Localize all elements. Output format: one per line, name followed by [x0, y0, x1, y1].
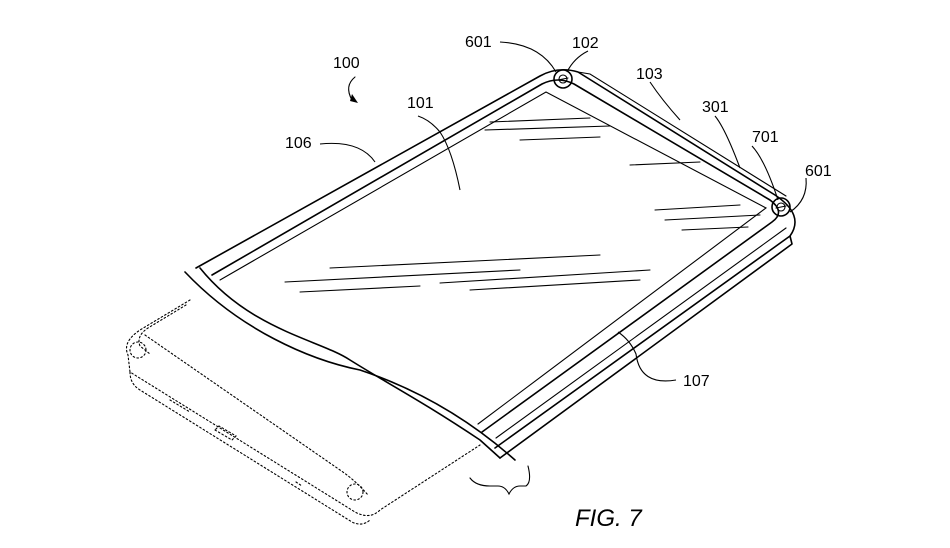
label-106: 106 [285, 135, 312, 152]
tear-line-front [199, 267, 501, 459]
glare-line [664, 214, 761, 221]
hidden-housing [125, 299, 481, 525]
device-body [195, 68, 796, 459]
bezel-inner-outline [211, 79, 780, 433]
glare-line [681, 226, 749, 231]
glare-line [329, 254, 601, 269]
label-301: 301 [702, 99, 729, 116]
device-side-inner-edge [577, 71, 787, 197]
leader-lines [319, 41, 807, 382]
device-side-line-107 [495, 227, 787, 439]
label-701: 701 [752, 129, 779, 146]
glare-line [439, 269, 651, 284]
glare-line [484, 125, 611, 131]
display-glass [219, 91, 768, 425]
bracket [469, 465, 531, 496]
glare-line [284, 269, 521, 283]
fastener-top [553, 69, 573, 89]
glare-line [469, 279, 641, 291]
glare-line [629, 161, 701, 166]
label-601-top: 601 [465, 34, 492, 51]
label-601-right: 601 [805, 163, 832, 180]
label-107: 107 [683, 373, 710, 390]
label-102: 102 [572, 35, 599, 52]
label-103: 103 [636, 66, 663, 83]
tear-line-back [184, 271, 516, 461]
device-side-edge [499, 235, 793, 459]
label-101: 101 [407, 95, 434, 112]
glare-line [519, 136, 601, 141]
device-outer-outline [195, 68, 796, 449]
label-100: 100 [333, 55, 360, 72]
fastener-right [771, 197, 791, 217]
figure-caption: FIG. 7 [575, 505, 643, 532]
glare-line [299, 285, 421, 293]
display-outline [219, 91, 768, 425]
arrow-100 [348, 76, 358, 103]
glare-line [489, 117, 591, 123]
glare-line [654, 204, 741, 211]
